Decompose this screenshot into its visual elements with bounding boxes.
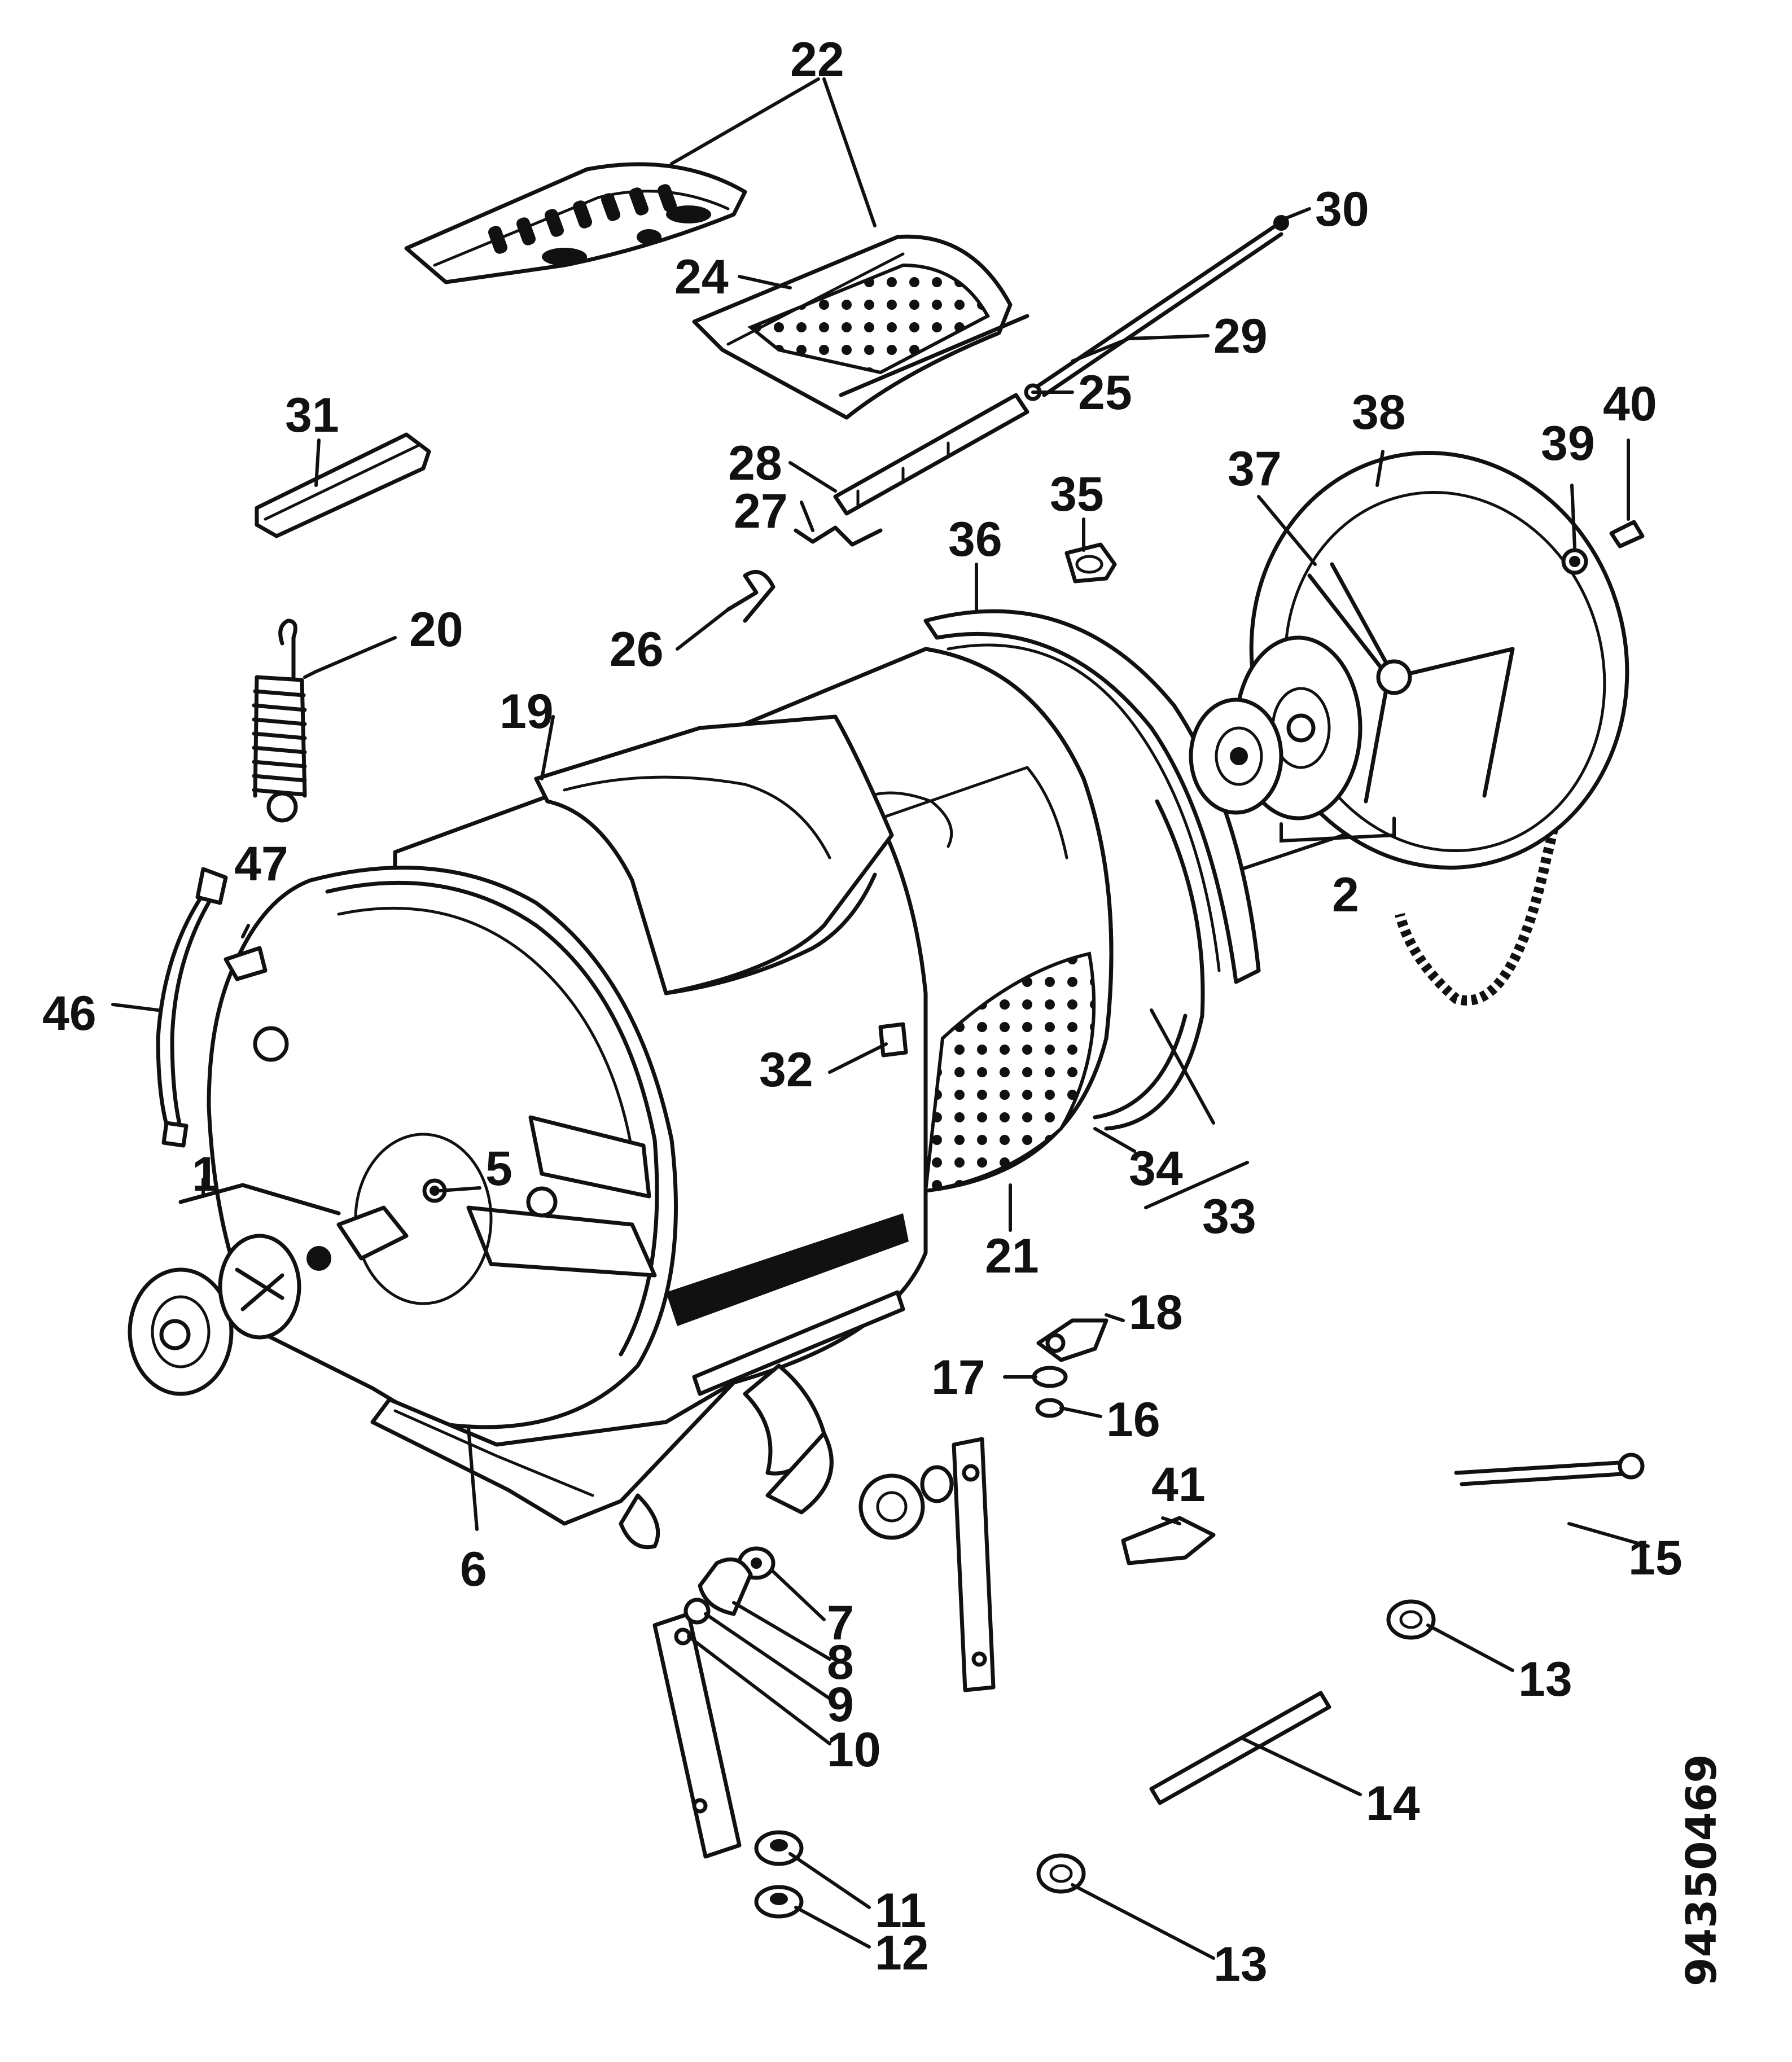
nut-11 [754,1830,804,1866]
label-37: 37 [1228,442,1282,496]
label-22: 22 [790,33,844,87]
ring-34 [1093,799,1205,1131]
label-5: 5 [485,1142,512,1196]
label-17: 17 [931,1350,985,1405]
label-13-lower: 13 [1213,1937,1268,1991]
label-30: 30 [1315,182,1369,236]
front-panel-47 [207,866,678,1429]
label-25: 25 [1078,366,1132,420]
label-10: 10 [827,1723,881,1777]
nut-12 [754,1885,804,1919]
washer-9 [683,1598,711,1625]
label-8: 8 [827,1635,854,1690]
clip-26 [726,569,775,623]
bracket-41 [1121,1516,1216,1565]
label-31: 31 [285,388,339,442]
base-6 [370,1380,736,1550]
label-41: 41 [1151,1458,1206,1512]
label-46: 46 [42,986,97,1041]
label-13-upper: 13 [1518,1652,1572,1706]
cone-8 [698,1557,753,1616]
label-24: 24 [674,250,729,304]
label-14: 14 [1366,1776,1420,1831]
gasket-36 [923,609,1261,984]
damper-cup [858,1465,954,1540]
screw-40 [1609,520,1645,549]
nut-39 [1561,548,1588,575]
leader-lines [111,77,1650,1960]
label-34: 34 [1129,1142,1183,1196]
label-26: 26 [610,622,664,677]
bracket-28 [833,393,1029,516]
label-32: 32 [759,1043,813,1097]
label-15: 15 [1628,1531,1683,1585]
bracket-31 [255,432,431,538]
shock-strut-right [952,1437,996,1692]
clip-27 [794,525,883,547]
label-6: 6 [460,1542,487,1596]
label-40: 40 [1603,377,1657,431]
rod-14 [1149,1691,1331,1805]
shock-strut-10 [652,1612,742,1859]
label-11: 11 [875,1884,926,1938]
washer-17 [1032,1366,1068,1388]
label-7: 7 [827,1596,854,1650]
bearing-flange-2 [1189,635,1362,821]
label-16: 16 [1106,1393,1160,1447]
nut-35 [1064,542,1117,583]
label-47: 47 [234,837,288,891]
label-29: 29 [1213,309,1268,363]
label-2: 2 [1332,868,1359,922]
label-33: 33 [1202,1190,1256,1244]
spring-20 [252,618,307,823]
label-28: 28 [728,436,782,490]
rail-46 [156,867,228,1148]
label-20: 20 [409,603,463,657]
label-12: 12 [875,1926,929,1980]
top-cover-front [404,162,747,284]
label-21: 21 [985,1229,1039,1283]
label-1: 1 [192,1147,219,1201]
label-39: 39 [1541,416,1595,471]
bush-13-upper [1386,1599,1436,1640]
washer-16 [1035,1398,1064,1418]
label-19: 19 [500,685,554,739]
bush-13-lower [1036,1853,1086,1894]
rod-29 [1024,215,1289,401]
label-9: 9 [827,1678,854,1732]
label-27: 27 [734,484,788,538]
rod-15 [1454,1453,1645,1486]
clip-32 [878,1022,908,1058]
label-36: 36 [948,512,1002,567]
bearing-hub-1 [128,1183,409,1396]
valve-5 [422,1178,447,1203]
label-38: 38 [1352,385,1406,440]
label-18: 18 [1129,1286,1183,1340]
bracket-18 [1036,1318,1109,1362]
drawing-code: 94350469 [1677,1754,1726,1986]
label-35: 35 [1050,467,1104,521]
part-labels: 22 24 30 29 25 31 28 27 26 35 36 37 38 3… [42,33,1683,1991]
top-cover-rear [692,234,1029,420]
